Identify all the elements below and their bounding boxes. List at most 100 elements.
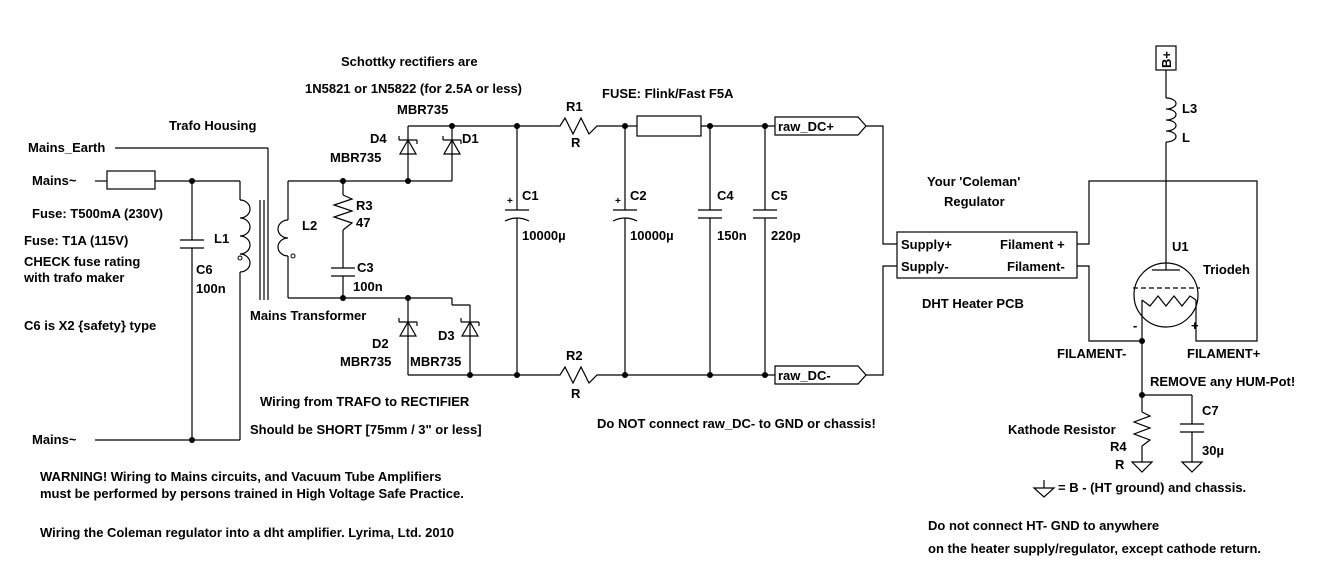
c1-value: 10000µ (522, 228, 566, 243)
net-label-raw-dc-plus: raw_DC+ (778, 119, 834, 134)
u1-ref: U1 (1172, 239, 1189, 254)
junction-dot (762, 123, 768, 129)
r2-ref: R2 (566, 348, 583, 363)
ground-icon (1180, 461, 1204, 473)
wiring-note-line2: Should be SHORT [75mm / 3" or less] (250, 422, 482, 437)
net-label-b-plus: B+ (1159, 51, 1174, 68)
trafo-housing-label: Trafo Housing (169, 118, 256, 133)
c7-ref: C7 (1202, 403, 1219, 418)
junction-dot (707, 123, 713, 129)
mains-fuse (106, 170, 156, 190)
raw-dc-gnd-warning: Do NOT connect raw_DC- to GND or chassis… (597, 416, 876, 431)
c5-value: 220p (771, 228, 801, 243)
check-fuse-note-line1: CHECK fuse rating (24, 254, 140, 269)
mains-neutral-label: Mains~ (32, 432, 77, 447)
r4-value: R (1115, 457, 1125, 472)
c4-ref: C4 (717, 188, 734, 203)
l3-value: L (1182, 130, 1190, 145)
regulator-label-line2: Regulator (944, 194, 1005, 209)
diode-d3 (460, 318, 480, 337)
capacitor-c4 (698, 209, 722, 219)
c3-ref: C3 (357, 260, 374, 275)
junction-dot (1139, 392, 1145, 398)
mains-earth-label: Mains_Earth (28, 140, 105, 155)
wiring-note-line1: Wiring from TRAFO to RECTIFIER (260, 394, 470, 409)
c2-ref: C2 (630, 188, 647, 203)
l1-ref: L1 (214, 231, 229, 246)
inductor-l3 (1165, 97, 1177, 143)
junction-dot (405, 178, 411, 184)
pcb-pin-supply-minus: Supply- (901, 259, 949, 274)
pcb-pin-supply-plus: Supply+ (901, 237, 952, 252)
c2-plus: + (615, 196, 621, 207)
junction-dot (189, 437, 195, 443)
c3-value: 100n (353, 279, 383, 294)
resistor-r3 (332, 194, 354, 231)
capacitor-c1 (504, 209, 530, 222)
r3-value: 47 (356, 215, 370, 230)
junction-dot (514, 123, 520, 129)
diode-d1 (442, 136, 462, 155)
capacitor-c5 (753, 209, 777, 219)
d2-value: MBR735 (340, 354, 391, 369)
junction-dot (340, 178, 346, 184)
mains-input-wiring (95, 147, 269, 441)
net-label-filament-plus: FILAMENT+ (1187, 346, 1261, 361)
junction-dot (189, 178, 195, 184)
r1-value: R (571, 135, 581, 150)
warning-line2: must be performed by persons trained in … (40, 486, 464, 501)
ht-gnd-note-line2: on the heater supply/regulator, except c… (928, 541, 1261, 556)
capacitor-c6 (180, 239, 204, 249)
net-label-filament-minus: FILAMENT- (1057, 346, 1126, 361)
diode-d4 (398, 136, 418, 155)
d1-value: MBR735 (397, 102, 448, 117)
d1-ref: D1 (462, 131, 479, 146)
dht-heater-pcb (896, 231, 1078, 279)
junction-dot (467, 372, 473, 378)
r1-ref: R1 (566, 99, 583, 114)
rectifier-wiring (288, 125, 555, 376)
c6-value: 100n (196, 281, 226, 296)
diode-d2 (398, 318, 418, 337)
capacitor-c3 (331, 267, 355, 277)
dht-pcb-label: DHT Heater PCB (922, 296, 1024, 311)
junction-dot (405, 295, 411, 301)
transformer-primary-l1 (237, 199, 251, 275)
check-fuse-note-line2: with trafo maker (23, 270, 124, 285)
d3-value: MBR735 (410, 354, 461, 369)
net-flag-b-plus (1155, 45, 1177, 71)
warning-line1: WARNING! Wiring to Mains circuits, and V… (40, 469, 441, 484)
r4-ref: R4 (1110, 439, 1127, 454)
u1-value: Triodeh (1203, 262, 1250, 277)
c2-value: 10000µ (630, 228, 674, 243)
regulator-label-line1: Your 'Coleman' (927, 174, 1020, 189)
junction-dot (622, 123, 628, 129)
filament-wiring (1077, 70, 1258, 462)
main-fuse-f5a (636, 115, 702, 137)
schottky-note-line1: Schottky rectifiers are (341, 54, 478, 69)
triode-u1 (1133, 262, 1200, 328)
junction-dot (622, 372, 628, 378)
pcb-pin-filament-plus: Filament + (1000, 237, 1065, 252)
capacitor-c7 (1180, 423, 1204, 433)
ground-icon (1032, 480, 1056, 498)
fuse-115v-note: Fuse: T1A (115V) (24, 233, 128, 248)
fuse-rating-note: FUSE: Flink/Fast F5A (602, 86, 734, 101)
ground-icon (1130, 461, 1154, 473)
kathode-resistor-label: Kathode Resistor (1008, 422, 1116, 437)
c7-value: 30µ (1202, 443, 1224, 458)
junction-dot (449, 123, 455, 129)
resistor-r4 (1132, 411, 1152, 447)
r3-ref: R3 (356, 198, 373, 213)
d2-ref: D2 (372, 336, 389, 351)
filter-wiring (516, 116, 775, 385)
ht-gnd-note-line1: Do not connect HT- GND to anywhere (928, 518, 1159, 533)
capacitor-c2 (612, 209, 638, 222)
junction-dot (762, 372, 768, 378)
mains-transformer-label: Mains Transformer (250, 308, 366, 323)
c1-plus: + (507, 196, 513, 207)
d3-ref: D3 (438, 328, 455, 343)
junction-dot (707, 372, 713, 378)
schottky-note-line2: 1N5821 or 1N5822 (for 2.5A or less) (305, 81, 522, 96)
